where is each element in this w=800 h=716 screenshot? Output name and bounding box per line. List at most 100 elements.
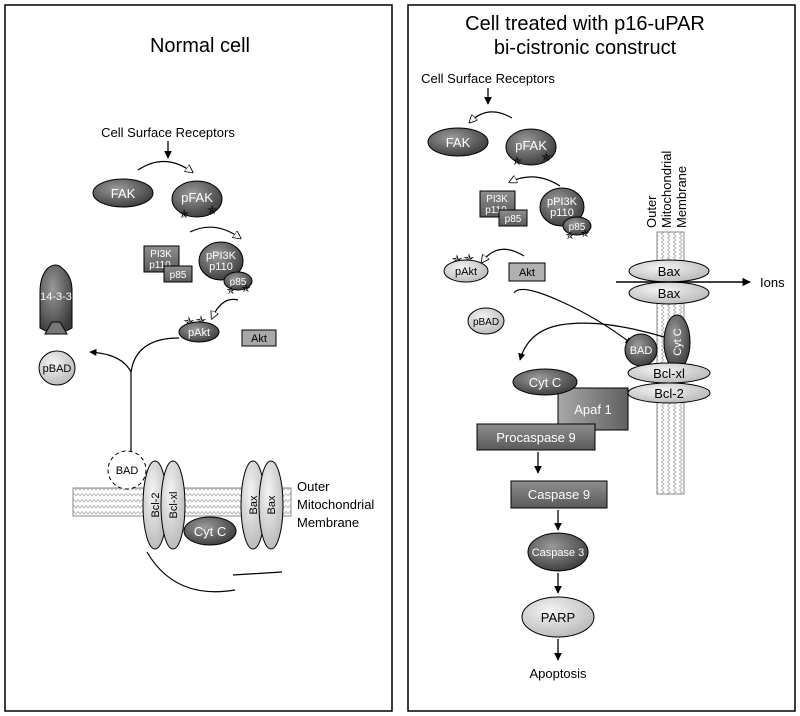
bclxl-label: Bcl-xl <box>168 492 180 519</box>
pi3k-label: PI3K <box>486 194 508 205</box>
ppi3k-p85-label: p85 <box>569 222 586 233</box>
caspase9-label: Caspase 9 <box>528 487 590 502</box>
p85-box <box>498 209 528 227</box>
right-panel-border <box>407 4 796 712</box>
akt-label: Akt <box>251 333 267 345</box>
fak-node <box>92 178 154 208</box>
bax-label: Bax <box>658 286 681 301</box>
cytc-released-node <box>512 368 578 396</box>
pakt-label: pAkt <box>455 266 477 278</box>
p110-label: p110 <box>485 205 507 216</box>
left-panel-border <box>4 4 393 712</box>
bad-node <box>107 450 147 490</box>
akt-box <box>508 262 546 282</box>
membrane-label-mito: Mitochondrial <box>659 151 674 228</box>
phospho-arrow <box>510 177 561 187</box>
phospho-star: ✯ <box>241 283 250 295</box>
right-panel: Cell treated with p16-uPAR bi-cistronic … <box>407 4 796 712</box>
phospho-arrow <box>470 111 513 122</box>
procaspase9-label: Procaspase 9 <box>496 430 576 445</box>
pfak-label: pFAK <box>515 138 547 153</box>
bcl2-label: Bcl-2 <box>654 386 684 401</box>
fak-label: FAK <box>446 135 471 150</box>
binding-site <box>44 321 68 335</box>
ppi3k-label: pPI3K <box>206 250 237 262</box>
p85-box <box>163 265 193 283</box>
pfak-node <box>171 180 223 218</box>
bax-label: Bax <box>658 264 681 279</box>
left-panel: Normal cell Cell Surface Receptors FAK p… <box>4 4 393 712</box>
p85-label: p85 <box>170 270 187 281</box>
cell-surface-receptors-label: Cell Surface Receptors <box>101 125 235 140</box>
bad-label: BAD <box>630 345 653 357</box>
akt-label: Akt <box>519 267 535 279</box>
bax-node <box>258 460 284 550</box>
phospho-star: ✯ <box>541 150 551 164</box>
pbad-node <box>38 350 76 386</box>
phospho-star: ✯ <box>565 230 574 242</box>
cytc-membrane-label: Cyt C <box>672 328 684 356</box>
p110-label: p110 <box>149 260 171 271</box>
phosphorylation-arrow <box>89 348 132 373</box>
phospho-star: ✯ <box>207 203 217 217</box>
ppi3k-node <box>198 241 244 281</box>
membrane-label-outer: Outer <box>297 479 330 494</box>
apoptosis-label: Apoptosis <box>529 666 587 681</box>
protein-14-3-3-label: 14-3-3 <box>40 291 72 303</box>
pakt-node <box>443 259 489 283</box>
pfak-label: pFAK <box>181 190 213 205</box>
pathway-arrow <box>513 288 633 345</box>
ppi3k-p85-label: p85 <box>230 277 247 288</box>
pbad-node <box>467 307 505 335</box>
bad-label: BAD <box>116 465 139 477</box>
inhibition-bar <box>232 571 283 576</box>
right-panel-title-line1: Cell treated with p16-uPAR <box>465 13 705 35</box>
pi3k-label: PI3K <box>150 249 172 260</box>
phospho-star: ✯ <box>512 154 522 168</box>
cytc-release-arrow <box>518 322 665 361</box>
pakt-label: pAkt <box>188 327 210 339</box>
phospho-star: ✯ <box>580 228 589 240</box>
bax-label: Bax <box>248 495 260 514</box>
ppi3k-p110-label: p110 <box>550 207 574 219</box>
ppi3k-p85-node <box>562 216 592 236</box>
fak-node <box>427 127 489 157</box>
ppi3k-p85-node <box>223 271 253 291</box>
caspase3-label: Caspase 3 <box>532 547 585 559</box>
phospho-arrow <box>189 226 240 238</box>
phospho-star: ✯ <box>184 314 195 329</box>
pbad-label: pBAD <box>43 363 72 375</box>
procaspase9-box <box>476 423 596 451</box>
right-panel-title-line2: bi-cistronic construct <box>494 37 677 59</box>
bclxl-node <box>160 460 186 550</box>
parp-label: PARP <box>541 610 575 625</box>
membrane-label-membrane: Membrane <box>674 166 689 228</box>
bax-label: Bax <box>266 495 278 514</box>
phospho-star: ✯ <box>179 207 189 221</box>
caspase3-node <box>527 532 589 572</box>
parp-node <box>521 596 595 638</box>
fak-label: FAK <box>111 186 136 201</box>
cytc-label: Cyt C <box>194 524 227 539</box>
ppi3k-p110-label: p110 <box>209 261 233 273</box>
cytc-node <box>183 516 237 546</box>
caspase9-box <box>510 480 608 509</box>
membrane-label-mito: Mitochondrial <box>297 497 374 512</box>
phospho-arrow <box>212 298 239 318</box>
pathway-line <box>130 337 180 455</box>
phospho-star: ✯ <box>452 252 463 267</box>
phospho-star: ✯ <box>464 251 475 266</box>
pakt-node <box>178 321 220 343</box>
pi3k-box <box>479 190 516 218</box>
ppi3k-label: pPI3K <box>547 196 578 208</box>
cell-surface-receptors-label: Cell Surface Receptors <box>421 71 555 86</box>
cytc-released-label: Cyt C <box>529 375 562 390</box>
pfak-node <box>505 128 557 166</box>
phospho-star: ✯ <box>196 313 207 328</box>
apaf1-label: Apaf 1 <box>574 402 612 417</box>
membrane-label-outer: Outer <box>644 195 659 228</box>
bcl2-label: Bcl-2 <box>150 492 162 517</box>
p85-label: p85 <box>505 214 522 225</box>
inhibition-arc <box>146 551 236 593</box>
